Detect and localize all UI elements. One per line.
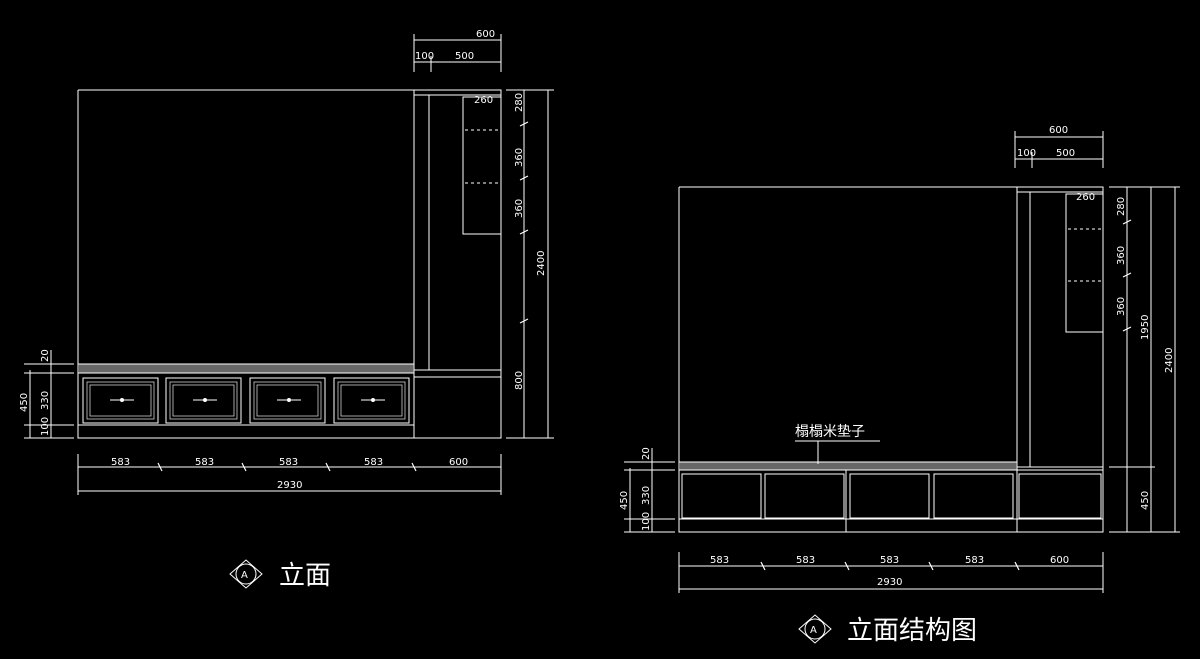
svg-text:600: 600 <box>449 457 468 468</box>
left-drawers <box>82 377 410 424</box>
svg-text:583: 583 <box>364 457 383 468</box>
left-left-dims: 20 330 100 450 <box>19 349 74 439</box>
svg-text:450: 450 <box>619 491 630 510</box>
svg-text:280: 280 <box>1116 197 1127 216</box>
svg-text:280: 280 <box>514 93 525 112</box>
left-view-title: A 立面 <box>229 559 331 591</box>
svg-text:583: 583 <box>111 457 130 468</box>
svg-text:2400: 2400 <box>536 251 547 276</box>
right-left-dims: 20 330 100 450 <box>619 447 675 533</box>
svg-text:100: 100 <box>1017 148 1036 159</box>
svg-text:360: 360 <box>1116 246 1127 265</box>
svg-text:500: 500 <box>1056 148 1075 159</box>
svg-text:583: 583 <box>710 555 729 566</box>
svg-text:360: 360 <box>514 148 525 167</box>
svg-text:800: 800 <box>514 371 525 390</box>
svg-text:20: 20 <box>641 447 652 460</box>
left-tall-cabinet <box>413 89 502 439</box>
right-bottom-dims: 583 583 583 583 600 2930 <box>678 552 1104 593</box>
svg-text:360: 360 <box>514 199 525 218</box>
left-dim-600: 600 <box>476 29 495 40</box>
left-right-dims: 280 360 360 2400 800 <box>506 89 554 439</box>
svg-text:450: 450 <box>1140 491 1151 510</box>
left-open-shelf <box>462 96 502 235</box>
svg-text:360: 360 <box>1116 297 1127 316</box>
section-marker-icon <box>798 614 832 644</box>
svg-text:260: 260 <box>1076 192 1095 203</box>
svg-text:583: 583 <box>880 555 899 566</box>
right-top-dims: 600 100 500 260 <box>1014 125 1104 203</box>
right-structure-cells <box>681 470 1102 532</box>
right-open-shelf <box>1065 193 1104 333</box>
svg-text:2400: 2400 <box>1164 348 1175 373</box>
svg-text:1950: 1950 <box>1140 315 1151 340</box>
right-mattress <box>680 462 1017 470</box>
svg-text:330: 330 <box>641 486 652 505</box>
left-bottom-dims: 583 583 583 583 600 2930 <box>77 454 502 495</box>
mattress-label: 榻榻米垫子 <box>795 424 865 440</box>
svg-text:583: 583 <box>965 555 984 566</box>
svg-text:260: 260 <box>474 95 493 106</box>
right-tall-cabinet <box>1016 186 1104 533</box>
left-mattress <box>79 364 414 373</box>
left-elevation: 600 100 500 260 280 360 360 2400 800 20 … <box>19 29 554 591</box>
left-title-text: 立面 <box>279 561 331 591</box>
svg-text:2930: 2930 <box>277 480 302 491</box>
svg-text:600: 600 <box>1050 555 1069 566</box>
svg-text:20: 20 <box>40 349 51 362</box>
svg-text:100: 100 <box>40 417 51 436</box>
svg-text:583: 583 <box>796 555 815 566</box>
svg-text:2930: 2930 <box>877 577 902 588</box>
svg-text:A: A <box>810 625 817 636</box>
left-wall-outline <box>77 89 415 439</box>
right-elevation: 榻榻米垫子 600 100 500 260 280 360 360 1950 2… <box>619 125 1180 646</box>
svg-text:A: A <box>241 570 248 581</box>
svg-text:500: 500 <box>455 51 474 62</box>
section-marker-icon <box>229 559 263 589</box>
svg-text:583: 583 <box>279 457 298 468</box>
right-right-dims: 280 360 360 1950 2400 450 <box>1109 186 1180 533</box>
left-top-dims: 600 100 500 260 <box>413 29 502 106</box>
svg-text:100: 100 <box>415 51 434 62</box>
right-view-title: A 立面结构图 <box>798 614 977 646</box>
right-title-text: 立面结构图 <box>847 616 977 646</box>
svg-text:600: 600 <box>1049 125 1068 136</box>
svg-text:100: 100 <box>641 512 652 531</box>
svg-text:583: 583 <box>195 457 214 468</box>
svg-text:450: 450 <box>19 393 30 412</box>
right-wall-outline <box>678 186 1018 533</box>
svg-text:330: 330 <box>40 391 51 410</box>
mattress-annotation: 榻榻米垫子 <box>795 424 880 464</box>
